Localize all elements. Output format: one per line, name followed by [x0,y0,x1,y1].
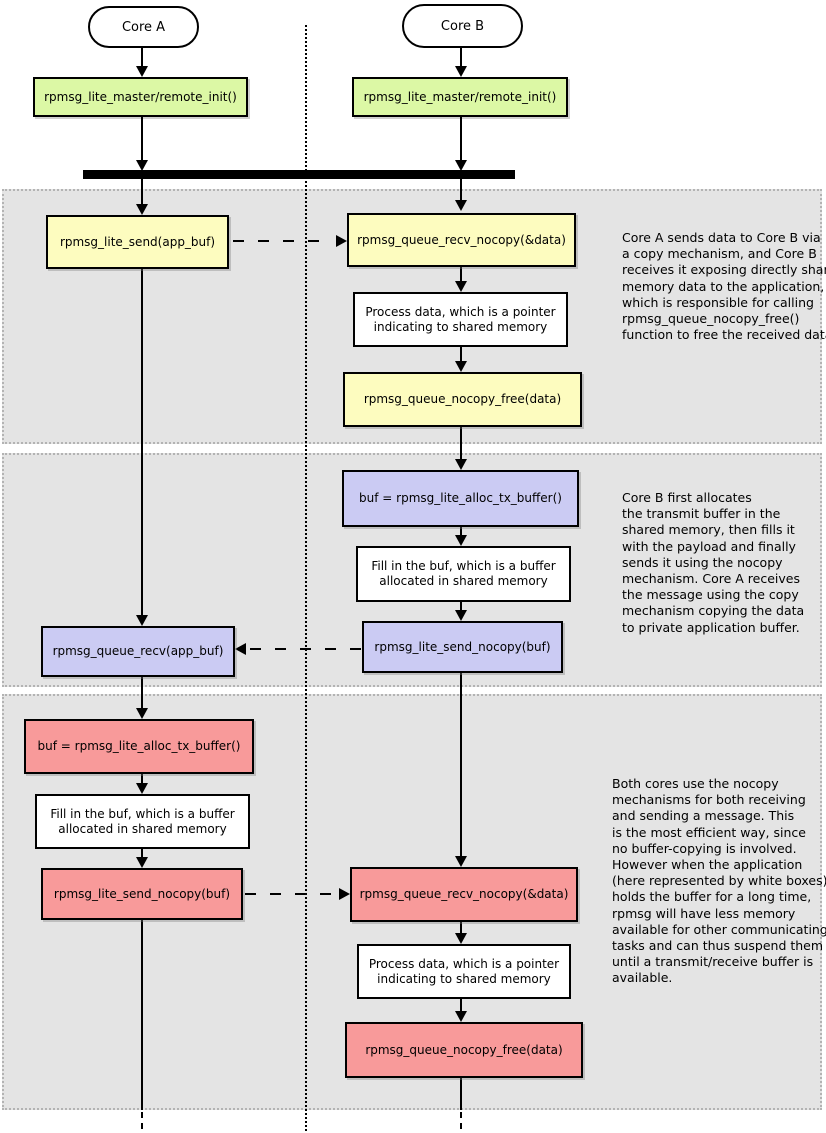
rpmsg-lite-send-nocopy-label: rpmsg_lite_send_nocopy(buf) [374,639,551,654]
arrowhead-down-icon [136,204,148,215]
section1-note: Core A sends data to Core B via a copy m… [622,230,826,343]
rpmsg-lite-send-nocopy-box: rpmsg_lite_send_nocopy(buf) [362,621,563,673]
arrowhead-down-icon [455,933,467,944]
arrowhead-down-icon [455,535,467,546]
rpmsg-queue-recv-nocopy-label: rpmsg_queue_recv_nocopy(&data) [359,887,569,901]
arrowhead-down-icon [136,66,148,77]
arrowhead-down-icon [455,66,467,77]
core-b-label: Core B [440,18,485,34]
arrowhead-down-icon [455,459,467,470]
core-a-lifeline-continuation [141,1112,143,1131]
rpmsg-queue-nocopy-free-box: rpmsg_queue_nocopy_free(data) [343,372,582,427]
section2-note: Core B first allocates the transmit buff… [622,490,805,635]
core-a-init-label: rpmsg_lite_master/remote_init() [44,89,237,104]
arrowhead-down-icon [455,856,467,867]
arrowhead-down-icon [136,615,148,626]
core-a-flow-line [141,269,143,616]
core-a-flow-line [141,677,143,709]
core-b-flow-line [460,117,462,160]
process-data-label: Process data, which is a pointer indicat… [365,304,556,334]
core-a-label: Core A [121,19,166,35]
core-a-flow-line [141,849,143,858]
core-b-init-box: rpmsg_lite_master/remote_init() [352,77,568,117]
rpmsg-queue-nocopy-free-label: rpmsg_queue_nocopy_free(data) [365,1042,563,1057]
core-b-flow-line [460,427,462,459]
section3-note: Both cores use the nocopy mechanisms for… [612,776,826,986]
core-b-flow-line [460,999,462,1011]
core-a-flow-line [141,117,143,161]
rpmsg-queue-recv-nocopy-box: rpmsg_queue_recv_nocopy(&data) [350,867,578,922]
arrowhead-down-icon [455,160,467,171]
fill-buf-label: Fill in the buf, which is a buffer alloc… [371,559,556,588]
arrowhead-down-icon [136,857,148,868]
rpmsg-queue-recv-box: rpmsg_queue_recv(app_buf) [41,626,235,677]
rpmsg-lite-send-nocopy-label: rpmsg_lite_send_nocopy(buf) [53,886,231,901]
core-b-flow-line [460,267,462,281]
fill-buf-box: Fill in the buf, which is a buffer alloc… [356,546,571,602]
core-b-flow-line [460,602,462,610]
sync-bar [83,170,515,179]
message-arrow-send-to-recv [233,240,333,242]
core-a-flow-line [141,920,143,1110]
arrowhead-down-icon [455,361,467,372]
core-b-flow-line [460,673,462,856]
core-b-flow-line [460,1078,462,1110]
rpmsg-queue-nocopy-free-label: rpmsg_queue_nocopy_free(data) [363,392,562,406]
arrowhead-down-icon [455,610,467,621]
arrowhead-down-icon [455,1011,467,1022]
core-b-flow-line [460,179,462,200]
process-data-box: Process data, which is a pointer indicat… [353,292,568,347]
process-data-label: Process data, which is a pointer indicat… [368,956,560,986]
arrowhead-down-icon [136,783,148,794]
core-b-flow-line [460,347,462,361]
rpmsg-queue-recv-nocopy-label: rpmsg_queue_recv_nocopy(&data) [357,232,566,247]
fill-buf-box: Fill in the buf, which is a buffer alloc… [35,794,250,849]
alloc-tx-buffer-box: buf = rpmsg_lite_alloc_tx_buffer() [24,719,254,774]
alloc-tx-buffer-label: buf = rpmsg_lite_alloc_tx_buffer() [37,739,241,753]
rpmsg-queue-recv-label: rpmsg_queue_recv(app_buf) [52,644,224,658]
rpmsg-queue-recv-nocopy-box: rpmsg_queue_recv_nocopy(&data) [347,213,576,267]
arrowhead-down-icon [136,160,148,171]
rpmsg-lite-send-box: rpmsg_lite_send(app_buf) [46,215,229,269]
lifeline-head-core-b: Core B [402,4,523,48]
alloc-tx-buffer-label: buf = rpmsg_lite_alloc_tx_buffer() [359,491,562,505]
arrowhead-right-icon [339,888,350,900]
arrowhead-down-icon [455,200,467,211]
message-arrow-sendnocopy-to-recv [250,648,362,650]
rpmsg-lite-send-label: rpmsg_lite_send(app_buf) [59,234,216,249]
core-a-flow-line [141,48,143,66]
message-arrow-sendnocopy-to-recvnocopy [245,893,336,895]
fill-buf-label: Fill in the buf, which is a buffer alloc… [50,806,235,836]
rpmsg-queue-nocopy-free-box: rpmsg_queue_nocopy_free(data) [345,1022,583,1078]
lifeline-head-core-a: Core A [88,6,199,48]
rpmsg-lite-send-nocopy-box: rpmsg_lite_send_nocopy(buf) [41,868,243,920]
arrowhead-down-icon [136,708,148,719]
core-a-init-box: rpmsg_lite_master/remote_init() [33,77,248,117]
alloc-tx-buffer-box: buf = rpmsg_lite_alloc_tx_buffer() [342,470,579,527]
arrowhead-right-icon [336,235,347,247]
core-a-flow-line [141,774,143,784]
core-b-flow-line [460,48,462,66]
core-b-lifeline-continuation [460,1112,462,1131]
core-divider-line [305,25,307,1131]
arrowhead-down-icon [455,281,467,292]
core-b-init-label: rpmsg_lite_master/remote_init() [363,89,557,104]
core-b-flow-line [460,922,462,933]
process-data-box: Process data, which is a pointer indicat… [357,944,571,999]
core-b-flow-line [460,527,462,535]
core-a-flow-line [141,179,143,205]
arrowhead-left-icon [235,643,246,655]
